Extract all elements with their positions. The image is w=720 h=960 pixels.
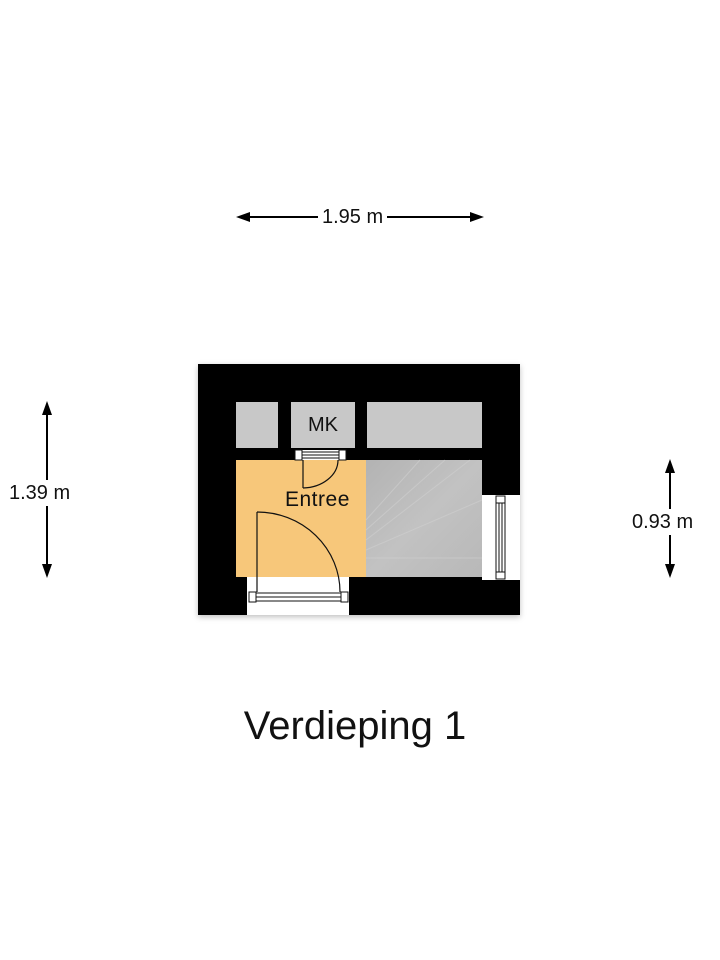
room-closet-left xyxy=(236,402,278,448)
dimension-label-width: 1.95 m xyxy=(318,207,388,227)
dimension-label-right-height: 0.93 m xyxy=(629,509,697,535)
room-mk xyxy=(291,402,355,448)
door-entrance xyxy=(247,511,349,615)
door-mk xyxy=(294,449,347,489)
room-closet-right xyxy=(367,402,482,448)
dimension-label-left-height: 1.39 m xyxy=(6,480,74,506)
room-label-entree: Entree xyxy=(285,488,350,511)
window-right xyxy=(482,495,520,580)
room-entree xyxy=(236,460,366,577)
floor-title: Verdieping 1 xyxy=(243,704,467,748)
room-label-mk: MK xyxy=(308,414,338,436)
staircase xyxy=(365,459,483,577)
